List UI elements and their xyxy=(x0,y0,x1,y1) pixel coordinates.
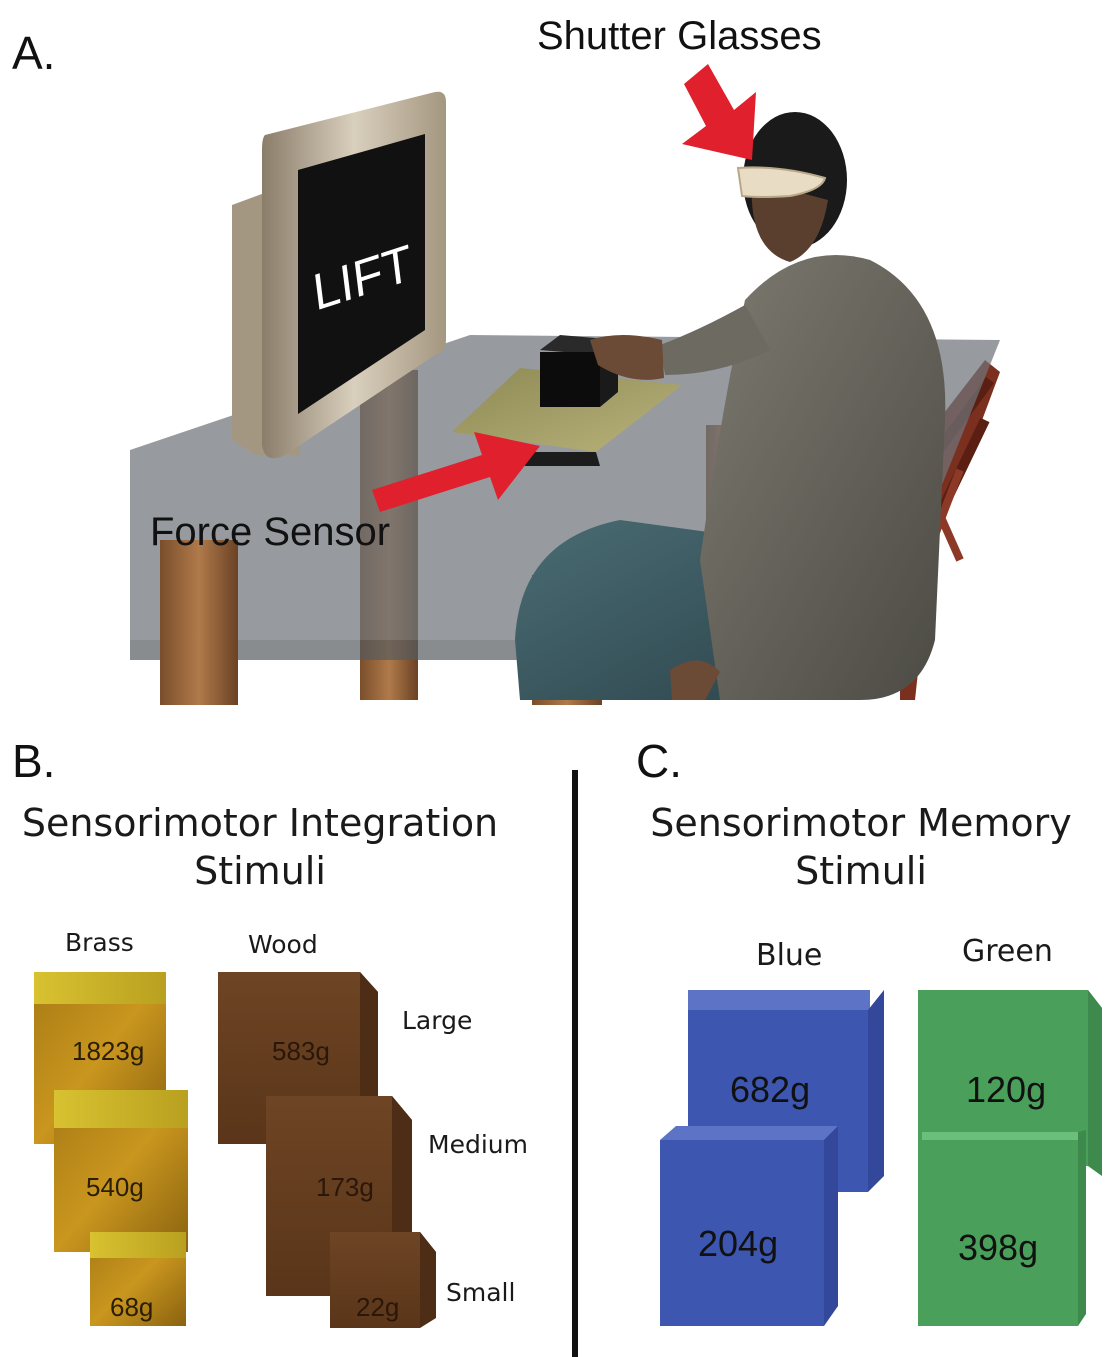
panel-c-title: Sensorimotor Memory Stimuli xyxy=(616,800,1106,895)
green-weight-small: 398g xyxy=(958,1227,1038,1268)
table-leg-front-left xyxy=(160,540,238,705)
panel-a-illustration: LIFT xyxy=(130,64,1000,705)
size-label-medium: Medium xyxy=(428,1130,528,1159)
force-sensor-label: Force Sensor xyxy=(150,510,391,554)
wood-weight-small: 22g xyxy=(356,1292,399,1322)
blue-weight-large: 682g xyxy=(730,1069,810,1110)
wood-cube-small xyxy=(330,1232,436,1328)
monitor-screen xyxy=(298,134,425,414)
blue-cube-small xyxy=(660,1126,838,1326)
monitor xyxy=(232,91,446,459)
panel-b-title-line2: Stimuli xyxy=(194,848,326,893)
panel-b-letter: B. xyxy=(12,735,56,787)
blue-weight-small: 204g xyxy=(698,1223,778,1264)
green-header: Green xyxy=(962,934,1053,969)
wood-weight-medium: 173g xyxy=(316,1172,374,1202)
shutter-arrow xyxy=(682,64,756,160)
force-arrow xyxy=(372,432,540,512)
brass-cube-small xyxy=(90,1232,186,1326)
blue-header: Blue xyxy=(756,938,823,973)
green-weight-large: 120g xyxy=(966,1069,1046,1110)
panel-divider xyxy=(572,770,578,1357)
panel-c-title-line2: Stimuli xyxy=(795,848,927,893)
size-label-large: Large xyxy=(402,1006,473,1035)
force-plate xyxy=(452,368,682,452)
panel-c-stimuli: 682g 204g 120g 398g xyxy=(660,990,1102,1326)
panel-b-title-line1: Sensorimotor Integration xyxy=(21,801,499,845)
panel-a-letter: A. xyxy=(12,27,56,79)
size-label-small: Small xyxy=(446,1278,516,1307)
person xyxy=(515,112,946,700)
brass-weight-medium: 540g xyxy=(86,1172,144,1202)
green-cube-small xyxy=(918,1130,1086,1326)
brass-header: Brass xyxy=(65,928,134,957)
panel-b-stimuli: 1823g 540g 68g 583g 173g 22g xyxy=(34,972,436,1328)
panel-c-title-line1: Sensorimotor Memory xyxy=(650,801,1072,845)
brass-weight-large: 1823g xyxy=(72,1036,144,1066)
shutter-glasses-label: Shutter Glasses xyxy=(537,14,822,58)
wood-weight-large: 583g xyxy=(272,1036,330,1066)
brass-weight-small: 68g xyxy=(110,1292,153,1322)
panel-b-title: Sensorimotor Integration Stimuli xyxy=(0,800,520,895)
wood-header: Wood xyxy=(248,930,318,959)
panel-c-letter: C. xyxy=(636,735,682,787)
shutter-glasses xyxy=(736,166,827,198)
brass-cube-medium xyxy=(54,1090,188,1252)
